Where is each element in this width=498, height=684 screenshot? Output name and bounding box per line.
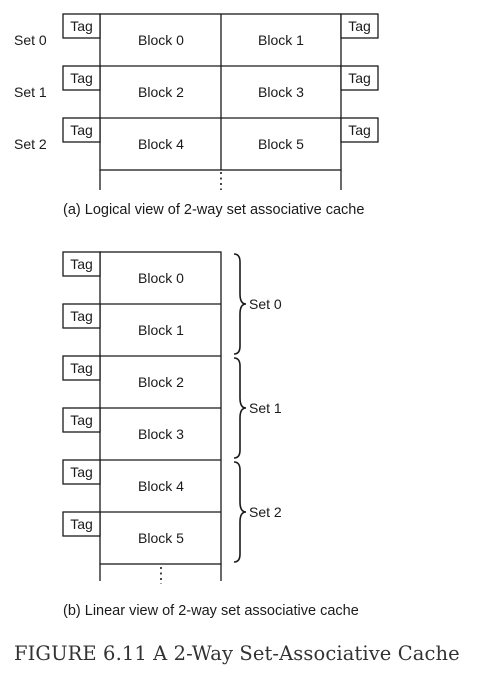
logical-tag-label: Tag bbox=[348, 122, 371, 138]
set-brace bbox=[233, 357, 247, 459]
linear-tag-label: Tag bbox=[70, 256, 93, 272]
linear-tag-label: Tag bbox=[70, 360, 93, 376]
logical-block-label: Block 0 bbox=[138, 32, 184, 48]
linear-block-label: Block 2 bbox=[138, 374, 184, 390]
logical-set-label: Set 2 bbox=[14, 136, 47, 152]
logical-tag-box bbox=[62, 65, 101, 91]
logical-block-label: Block 3 bbox=[258, 84, 304, 100]
linear-set-label: Set 0 bbox=[249, 296, 282, 312]
linear-view bbox=[62, 251, 247, 584]
logical-block-label: Block 2 bbox=[138, 84, 184, 100]
logical-set-label: Set 0 bbox=[14, 32, 47, 48]
logical-tag-label: Tag bbox=[70, 122, 93, 138]
set-brace bbox=[233, 461, 247, 563]
figure-area: Set 0 Set 1 Set 2 Tag Tag Tag Tag Tag Ta… bbox=[14, 13, 379, 619]
linear-block-label: Block 1 bbox=[138, 322, 184, 338]
linear-tag-label: Tag bbox=[70, 412, 93, 428]
logical-tag-box bbox=[340, 13, 379, 39]
logical-tag-box bbox=[340, 117, 379, 143]
logical-view-caption: (a) Logical view of 2-way set associativ… bbox=[63, 202, 364, 218]
linear-set-label: Set 1 bbox=[249, 400, 282, 416]
linear-block-label: Block 3 bbox=[138, 426, 184, 442]
linear-tag-box bbox=[62, 251, 101, 277]
linear-tag-label: Tag bbox=[70, 308, 93, 324]
linear-tag-box bbox=[62, 459, 101, 485]
linear-tag-label: Tag bbox=[70, 516, 93, 532]
logical-tag-label: Tag bbox=[348, 18, 371, 34]
cache-diagram: Set 0 Set 1 Set 2 Tag Tag Tag Tag Tag Ta… bbox=[14, 13, 379, 619]
linear-tag-box bbox=[62, 511, 101, 537]
linear-block-label: Block 5 bbox=[138, 530, 184, 546]
logical-tag-label: Tag bbox=[348, 70, 371, 86]
logical-view bbox=[62, 13, 379, 190]
linear-set-label: Set 2 bbox=[249, 504, 282, 520]
logical-block-label: Block 4 bbox=[138, 136, 184, 152]
linear-block-label: Block 0 bbox=[138, 270, 184, 286]
logical-block-label: Block 1 bbox=[258, 32, 304, 48]
figure-caption: FIGURE 6.11 A 2-Way Set-Associative Cach… bbox=[14, 642, 460, 665]
logical-set-label: Set 1 bbox=[14, 84, 47, 100]
linear-tag-box bbox=[62, 355, 101, 381]
linear-view-caption: (b) Linear view of 2-way set associative… bbox=[63, 603, 359, 619]
set-brace bbox=[233, 253, 247, 355]
logical-tag-box bbox=[62, 117, 101, 143]
logical-block-label: Block 5 bbox=[258, 136, 304, 152]
logical-tag-box bbox=[340, 65, 379, 91]
linear-block-label: Block 4 bbox=[138, 478, 184, 494]
logical-tag-label: Tag bbox=[70, 70, 93, 86]
logical-tag-label: Tag bbox=[70, 18, 93, 34]
logical-tag-box bbox=[62, 13, 101, 39]
linear-tag-box bbox=[62, 407, 101, 433]
linear-tag-box bbox=[62, 303, 101, 329]
linear-tag-label: Tag bbox=[70, 464, 93, 480]
